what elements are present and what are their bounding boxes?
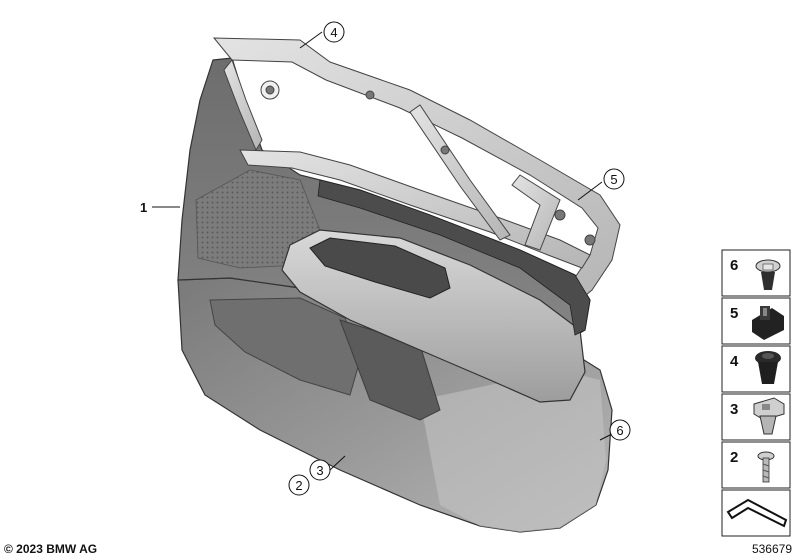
parts-legend: 6 5 4 — [721, 249, 791, 537]
legend-item-4: 4 — [721, 345, 791, 393]
callout-6-label: 6 — [616, 423, 623, 438]
map-pocket — [209, 297, 361, 396]
door-panel-illustration — [177, 37, 621, 533]
legend-item-3: 3 — [721, 393, 791, 441]
rivet-expansion-clip-icon — [755, 259, 781, 290]
legend-item-2: 2 — [721, 441, 791, 489]
callout-1-label: 1 — [140, 200, 147, 215]
armrest-top-pad — [317, 179, 591, 336]
callout-1: 1 — [140, 200, 180, 215]
callout-5: 5 — [577, 168, 625, 201]
callout-2-3: 2 3 — [288, 455, 346, 496]
legend-item-4-number: 4 — [730, 353, 739, 370]
round-grommet-clip-icon — [755, 351, 781, 384]
callout-2-label: 2 — [295, 478, 302, 493]
legend-item-3-number: 3 — [730, 401, 738, 418]
callout-4-label: 4 — [330, 25, 337, 40]
trim-panel-outline-icon — [726, 498, 788, 528]
callout-3-label: 3 — [316, 463, 323, 478]
callout-5-label: 5 — [610, 172, 617, 187]
callout-6: 6 — [599, 419, 631, 441]
lower-panel-shade — [420, 370, 606, 532]
screw-icon — [757, 451, 775, 483]
diagram-id: 536679 — [752, 542, 792, 556]
copyright-text: © 2023 BMW AG — [4, 542, 97, 556]
legend-item-6-number: 6 — [730, 257, 738, 274]
square-push-clip-icon — [752, 306, 784, 340]
square-clip-nut-icon — [753, 397, 785, 435]
mounting-bracket — [212, 37, 621, 301]
legend-item-5-number: 5 — [730, 305, 738, 322]
legend-item-6: 6 — [721, 249, 791, 297]
legend-item-2-number: 2 — [730, 449, 738, 466]
legend-item-outline — [721, 489, 791, 537]
door-handle-opening — [309, 237, 451, 299]
legend-item-5: 5 — [721, 297, 791, 345]
callout-4: 4 — [299, 21, 345, 49]
